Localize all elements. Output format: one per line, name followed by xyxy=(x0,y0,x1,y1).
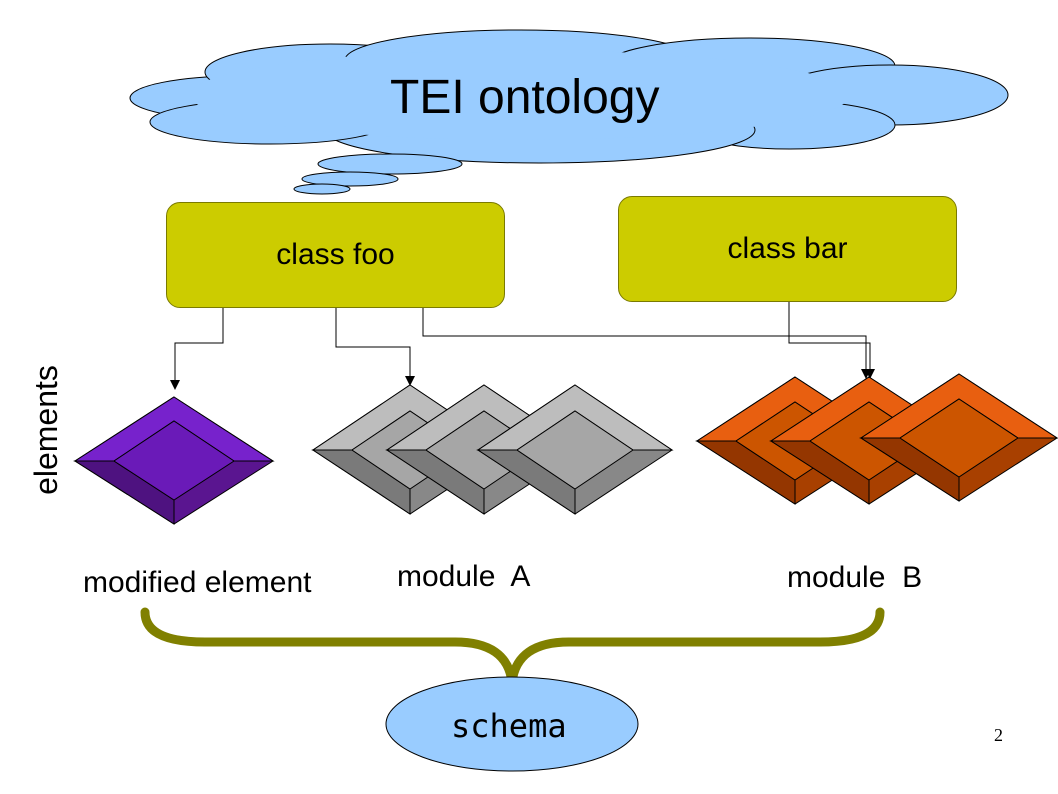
module-a-diamond-3 xyxy=(476,384,674,515)
module-a-elements xyxy=(311,384,674,515)
schema-brace xyxy=(140,607,885,687)
connector-bar-module-b xyxy=(788,302,875,379)
module-a-label: module A xyxy=(397,560,531,593)
schema-label: schema xyxy=(451,707,567,745)
module-b-diamond-3 xyxy=(859,373,1058,502)
page-number: 2 xyxy=(994,725,1003,745)
connectors xyxy=(170,302,875,390)
class-foo-box: class foo xyxy=(166,202,505,308)
modified-element-diamond xyxy=(73,396,275,525)
class-foo-label: class foo xyxy=(276,238,395,271)
elements-axis-label: elements xyxy=(28,365,64,495)
module-b-elements xyxy=(695,373,1058,505)
modified-element-label: modified element xyxy=(83,566,312,599)
module-b-label: module B xyxy=(787,561,923,594)
schema-ellipse xyxy=(385,676,639,772)
connector-foo-modified xyxy=(170,308,224,390)
connector-foo-module-a xyxy=(335,308,415,386)
ontology-title: TEI ontology xyxy=(390,71,660,124)
class-bar-label: class bar xyxy=(727,232,848,265)
class-bar-box: class bar xyxy=(618,196,957,302)
ontology-cloud xyxy=(129,29,1009,195)
connector-foo-module-b xyxy=(422,308,871,379)
